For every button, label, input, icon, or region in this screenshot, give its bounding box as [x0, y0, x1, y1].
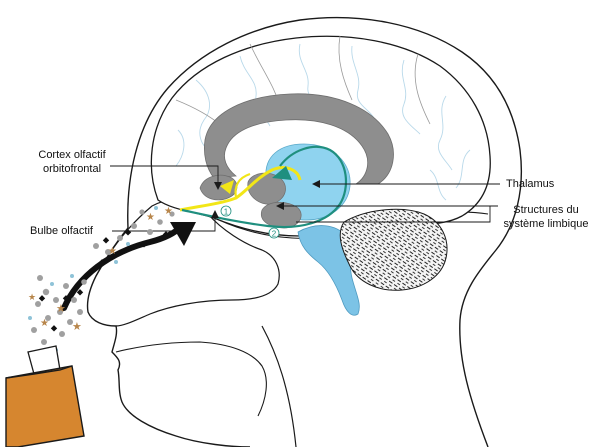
cerebellum: [339, 208, 448, 291]
corpus-callosum: [204, 93, 394, 185]
perfume-bottle: [5, 345, 85, 447]
bottle-shoulder: [5, 365, 73, 379]
label-cortex-olfactif: Cortex olfactif orbitofrontal: [22, 148, 122, 176]
label-limbic-line2: système limbique: [503, 218, 589, 230]
svg-text:★: ★: [28, 293, 36, 303]
yellow-arrowhead: [220, 180, 234, 194]
leader-bulbe-head: [211, 210, 219, 218]
svg-text:★: ★: [146, 212, 155, 223]
odor-inhalation-arrowhead: [170, 222, 196, 246]
label-cortex-line1: Cortex olfactif: [38, 149, 106, 161]
bottle-body: [5, 365, 85, 447]
label-structures-limbique: Structures du système limbique: [496, 203, 596, 231]
svg-text:★: ★: [108, 246, 117, 257]
leader-cortex: [110, 165, 219, 186]
pathway-teal: [181, 145, 347, 229]
head-outline: [127, 16, 523, 447]
label-cortex-line2: orbitofrontal: [42, 163, 102, 175]
leader-lines: [110, 165, 500, 232]
label-bulbe-olfactif: Bulbe olfactif: [30, 225, 93, 237]
leader-thalamus-head: [312, 180, 320, 188]
olfactory-pathway-yellow: [179, 166, 302, 212]
cortex-gyri: [175, 43, 471, 201]
oral-cavity: [115, 341, 267, 417]
teal-arrowhead: [272, 166, 292, 180]
limbic-gray-3: [260, 201, 302, 229]
face-profile: [86, 227, 251, 447]
svg-text:★: ★: [40, 318, 49, 329]
odor-particles: ★ ★ ★ ★ ★ ★ ★: [28, 206, 175, 352]
svg-text:★: ★: [56, 302, 66, 315]
marker-2-label: 2: [272, 230, 277, 239]
leader-cortex-head: [214, 182, 222, 190]
svg-text:★: ★: [72, 320, 82, 333]
marker-1: 1: [220, 205, 232, 217]
label-thalamus: Thalamus: [506, 178, 555, 190]
nasal-cavity: [95, 199, 280, 327]
leader-limbic-2: [296, 205, 498, 223]
marker-1-label: 1: [224, 208, 229, 217]
leader-bulbe: [112, 214, 216, 232]
olfactory-pathway-yellow-2: [234, 172, 251, 199]
odor-inhalation-arrow: [61, 223, 185, 311]
svg-text:★: ★: [164, 206, 173, 217]
neck-outline: [261, 325, 297, 447]
leader-limbic-1-head: [276, 202, 284, 210]
marker-2: 2: [268, 227, 280, 239]
label-limbic-line1: Structures du: [513, 204, 579, 216]
